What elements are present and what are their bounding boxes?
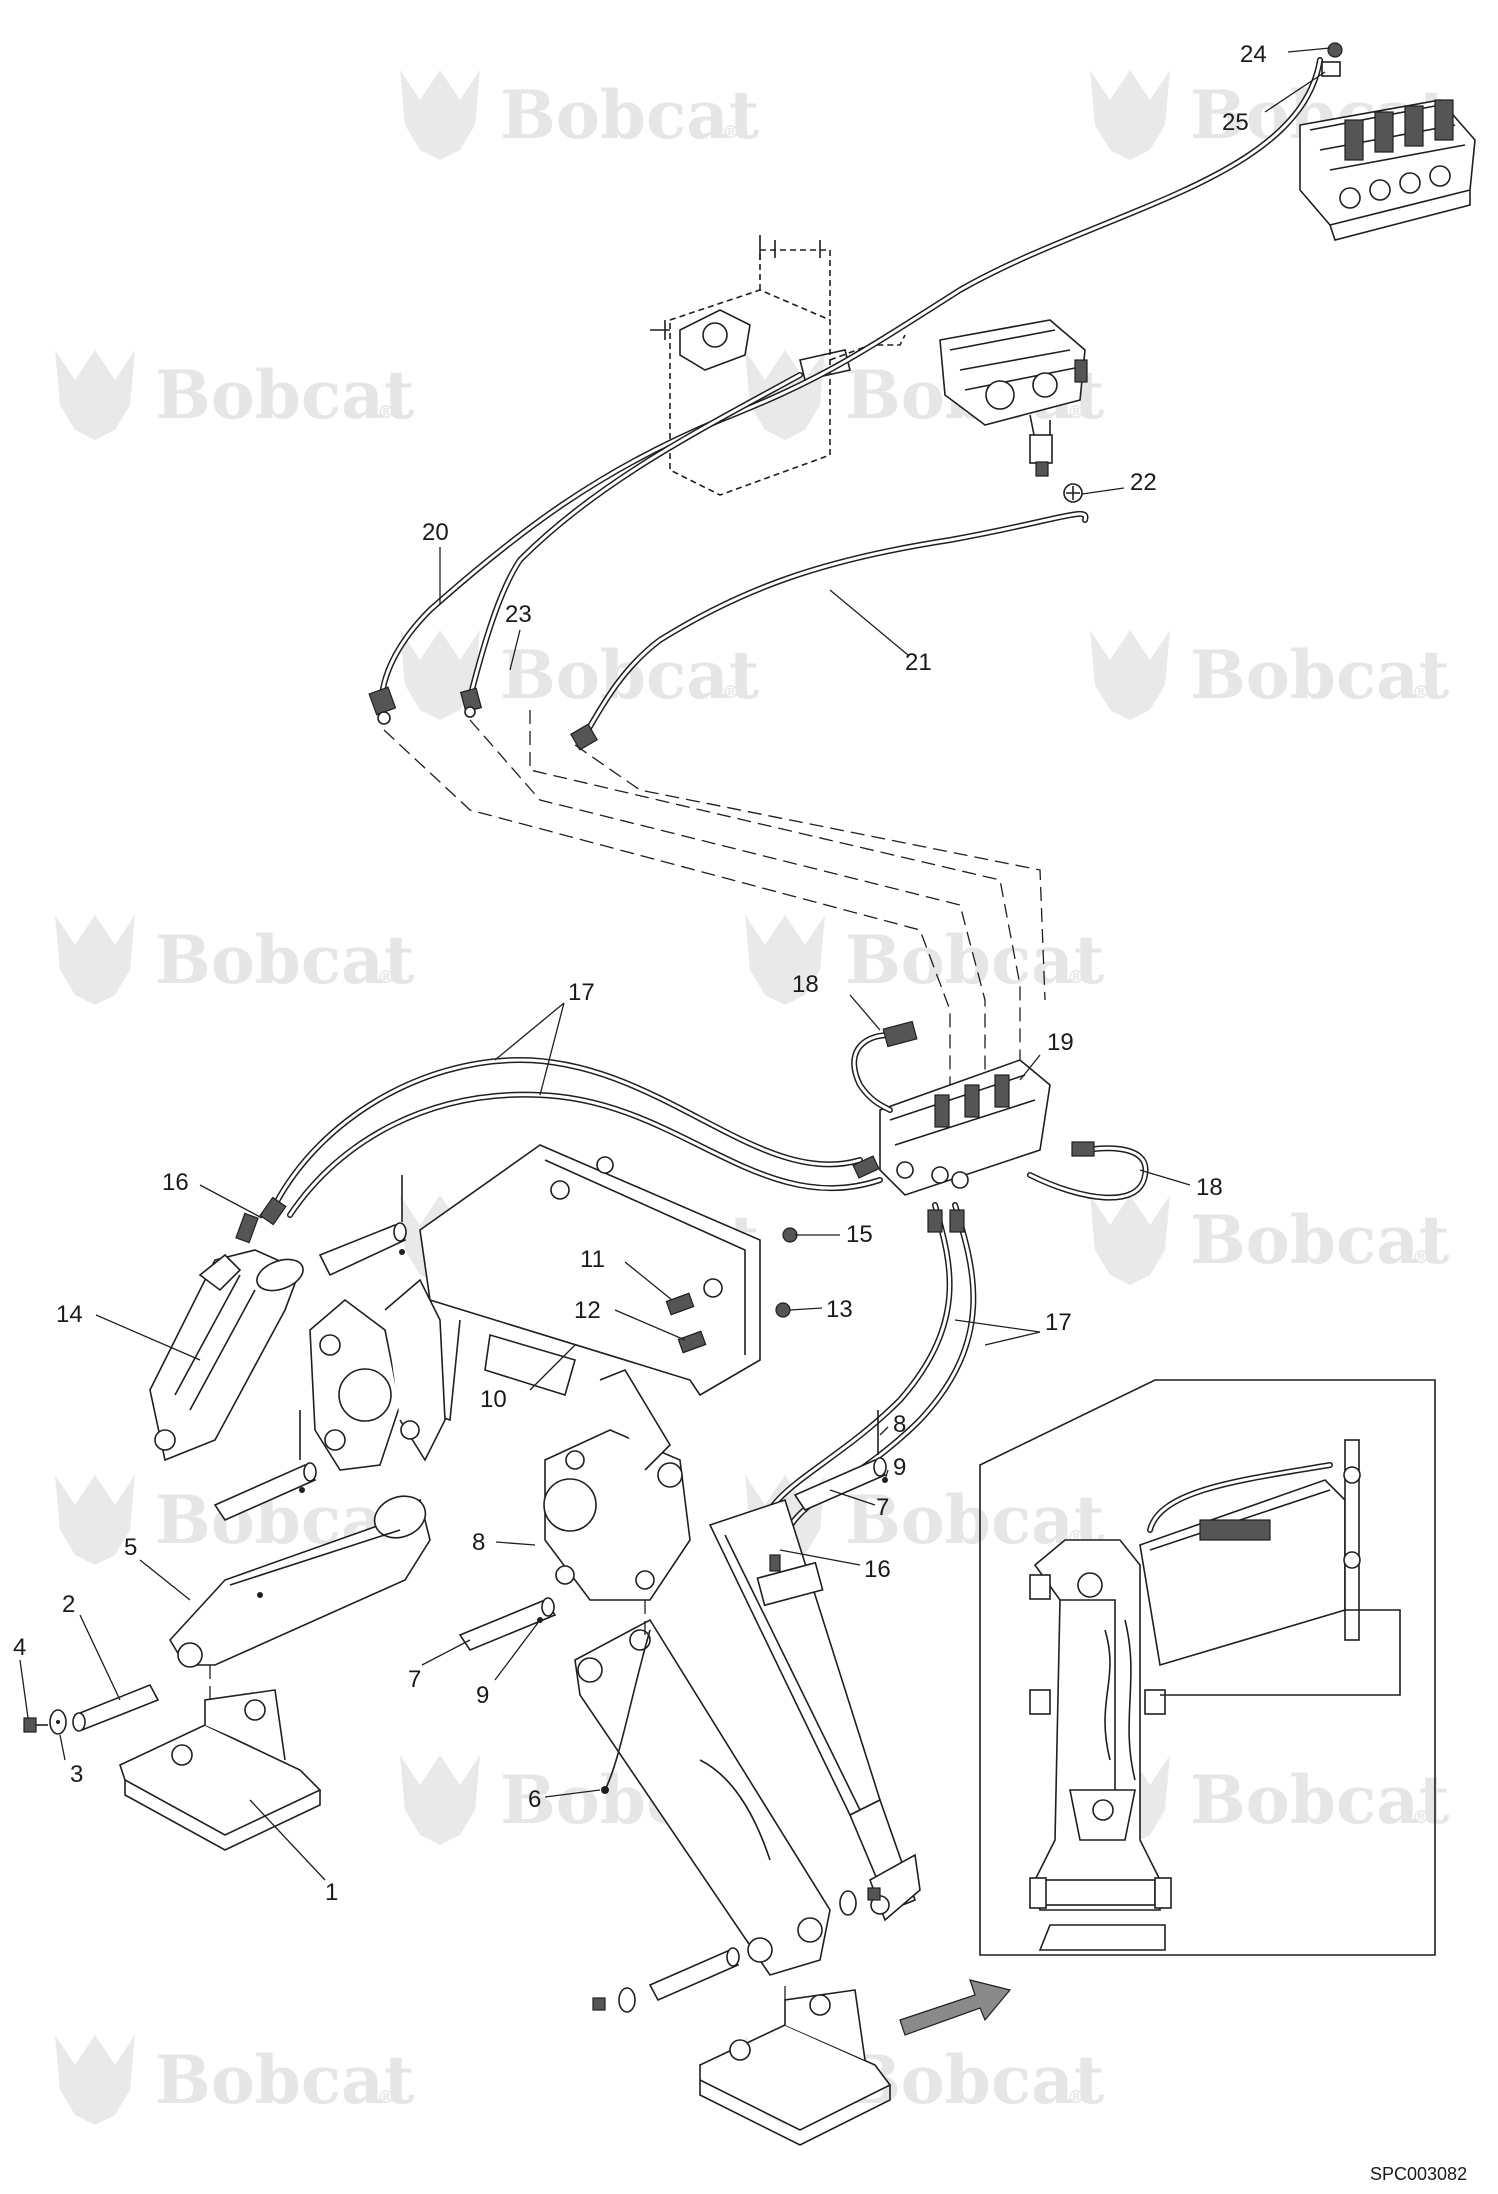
watermark-logo: Bobcat® xyxy=(1090,630,1450,720)
watermark-logo: Bobcat® xyxy=(55,2035,415,2125)
hose-18-right xyxy=(1027,1141,1149,1201)
hydraulic-tank xyxy=(650,235,906,496)
callout-8-center: 8 xyxy=(472,1529,485,1556)
callout-17-lower: 17 xyxy=(1045,1309,1072,1336)
callout-23: 23 xyxy=(505,601,532,628)
watermark-trademark: ® xyxy=(1412,1247,1430,1268)
watermark-text: Bobcat xyxy=(1190,1201,1450,1279)
callout-20: 20 xyxy=(422,519,449,546)
callout-25: 25 xyxy=(1222,109,1249,136)
watermark-logo: Bobcat® xyxy=(1090,1755,1450,1845)
hydraulic-pump xyxy=(939,319,1088,477)
foot-plate-1 xyxy=(119,1689,322,1851)
main-control-valve xyxy=(1299,99,1476,241)
auxiliary-valve-19 xyxy=(879,1059,1051,1196)
watermark-trademark: ® xyxy=(1067,2087,1085,2108)
callout-8-right: 8 xyxy=(893,1411,906,1438)
watermark-logo: Bobcat® xyxy=(400,70,760,160)
watermark-text: Bobcat xyxy=(155,356,415,434)
callout-14: 15 xyxy=(846,1221,873,1248)
callout-1: 1 xyxy=(325,1879,338,1906)
callout-18-right: 18 xyxy=(1196,1174,1223,1201)
callout-5: 5 xyxy=(124,1534,137,1561)
callout-9-right: 9 xyxy=(893,1454,906,1481)
watermark-text: Bobcat xyxy=(155,2041,415,2119)
callout-2: 2 xyxy=(62,1591,75,1618)
watermark-trademark: ® xyxy=(722,682,740,703)
watermark-trademark: ® xyxy=(377,967,395,988)
swing-knuckle xyxy=(543,1369,691,1601)
pin-7-center xyxy=(458,1597,557,1651)
swing-bracket-5 xyxy=(169,1495,431,1668)
watermark-trademark: ® xyxy=(377,2087,395,2108)
watermark-trademark: ® xyxy=(1412,682,1430,703)
hose-18-upper xyxy=(851,1020,918,1113)
drawing-code: SPC003082 xyxy=(1370,2164,1467,2184)
callout-9-center: 9 xyxy=(476,1682,489,1709)
watermark-logo: Bobcat® xyxy=(55,350,415,440)
callout-6: 6 xyxy=(528,1786,541,1813)
callout-13: 13 xyxy=(826,1296,853,1323)
hose-21 xyxy=(570,510,1089,751)
pin-7-left-upper xyxy=(318,1175,407,1277)
callout-21: 21 xyxy=(905,649,932,676)
watermark-text: Bobcat xyxy=(1190,636,1450,714)
callout-10: 10 xyxy=(480,1386,507,1413)
hose-20 xyxy=(368,57,1323,725)
hoses-17-lower xyxy=(757,1202,977,1553)
swing-cylinder-15 xyxy=(149,1212,304,1462)
pin-7-left-lower xyxy=(213,1410,317,1522)
callout-3: 3 xyxy=(70,1761,83,1788)
watermark-text: Bobcat xyxy=(845,2041,1105,2119)
callout-12: 12 xyxy=(574,1297,601,1324)
watermark-logo: Bobcat® xyxy=(1090,1195,1450,1285)
callout-24: 24 xyxy=(1240,41,1267,68)
callout-16-upper: 16 xyxy=(162,1169,189,1196)
bolt-4 xyxy=(23,1717,48,1733)
hoses-17-upper xyxy=(259,1056,883,1226)
hose-23 xyxy=(459,372,803,718)
watermark-trademark: ® xyxy=(1067,967,1085,988)
fittings-11-14 xyxy=(665,1227,798,1354)
callout-7-center: 7 xyxy=(408,1666,421,1693)
callout-16-lower: 16 xyxy=(864,1556,891,1583)
pin-2 xyxy=(72,1683,160,1732)
watermark-trademark: ® xyxy=(377,402,395,423)
washer-3 xyxy=(49,1709,67,1735)
boom-pivot-bracket xyxy=(309,1278,446,1471)
callout-17-upper: 17 xyxy=(568,979,595,1006)
assembly-dashes xyxy=(209,1600,786,2000)
watermark-text: Bobcat xyxy=(500,636,760,714)
callout-7-right: 7 xyxy=(876,1494,889,1521)
fitting-22 xyxy=(1063,483,1083,503)
callout-19: 19 xyxy=(1047,1029,1074,1056)
watermark-trademark: ® xyxy=(722,122,740,143)
hose-routing-dashes xyxy=(383,710,1046,1090)
swing-link-arm xyxy=(574,1618,831,1976)
callouts: 24 25 22 20 23 21 18 19 17 18 16 15 11 1… xyxy=(13,41,1467,2184)
swing-frame-10 xyxy=(419,1144,761,1422)
swing-cylinder-right xyxy=(708,1498,921,1922)
watermark-trademark: ® xyxy=(1067,402,1085,423)
callout-15: 14 xyxy=(56,1301,83,1328)
watermark-trademark: ® xyxy=(1412,1807,1430,1828)
pin-lower xyxy=(592,1887,881,2013)
callout-18-upper: 18 xyxy=(792,971,819,998)
watermark-logo: Bobcat® xyxy=(400,630,760,720)
callout-4: 4 xyxy=(13,1634,26,1661)
watermark-text: Bobcat xyxy=(155,921,415,999)
callout-11: 11 xyxy=(580,1246,605,1273)
watermark-logo: Bobcat® xyxy=(55,915,415,1005)
foot-plate-lower xyxy=(699,1989,892,2146)
detail-arrow xyxy=(899,1979,1012,2036)
watermark-text: Bobcat xyxy=(1190,1761,1450,1839)
watermark-text: Bobcat xyxy=(500,76,760,154)
leader-lines xyxy=(19,47,1331,1881)
detail-inset xyxy=(979,1379,1436,1956)
callout-22: 22 xyxy=(1130,469,1157,496)
fittings-24-25 xyxy=(1321,42,1343,77)
